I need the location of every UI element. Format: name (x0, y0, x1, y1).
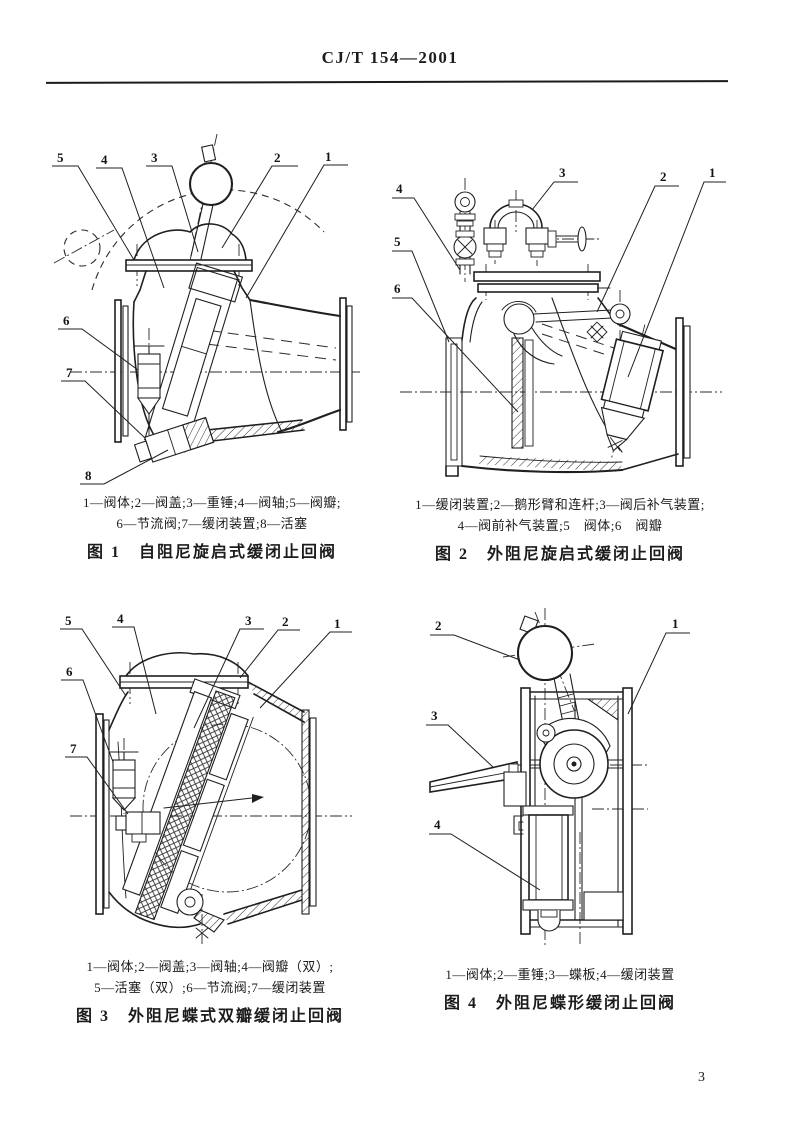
figure-2: 4 5 6 3 2 1 1—缓闭装置;2—鹅形臂和连杆;3—阀后补气装置; 4—… (392, 152, 728, 564)
figure1-caption-line2: 6—节流阀;7—缓闭装置;8—活塞 (116, 516, 308, 531)
figure3-title: 图 3 外阻尼蝶式双瓣缓闭止回阀 (75, 1008, 344, 1025)
figure3-caption-line1: 1—阀体;2—阀盖;3—阀轴;4—阀瓣（双）; (86, 959, 334, 974)
figure3-caption-line2: 5—活塞（双）;6—节流阀;7—缓闭装置 (94, 980, 326, 995)
figure1-drawing: 5 4 3 2 1 6 7 8 (52, 133, 360, 485)
document-code: CJ/T 154—2001 (321, 48, 459, 67)
fig2-inlet-air-device (453, 191, 477, 275)
figure1-title: 图 1 自阻尼旋启式缓闭止回阀 (86, 544, 337, 561)
header-rule (45, 80, 729, 84)
fig2-callouts: 4 5 6 3 2 1 (392, 165, 726, 413)
fig3-callout-4: 4 (117, 611, 124, 626)
fig1-callout-4: 4 (101, 152, 108, 167)
fig1-throttle-valve (133, 328, 165, 435)
figure4-caption-line1: 1—阀体;2—重锤;3—蝶板;4—缓闭装置 (445, 967, 675, 982)
figure2-caption-line1: 1—缓闭装置;2—鹅形臂和连杆;3—阀后补气装置; (415, 497, 705, 512)
fig3-callouts: 5 4 3 2 1 6 7 (60, 611, 352, 815)
figure3-drawing: 5 4 3 2 1 6 7 (60, 611, 352, 944)
fig2-valve-cover (473, 271, 611, 293)
fig2-callout-5: 5 (394, 234, 401, 249)
fig4-callout-1: 1 (672, 616, 679, 631)
fig3-bottom-hinge (176, 888, 225, 939)
fig1-callout-3: 3 (151, 150, 158, 165)
fig1-valve-bonnet (125, 223, 253, 272)
fig4-damper-device (513, 805, 574, 932)
figure-1: 5 4 3 2 1 6 7 8 1—阀体;2—阀盖;3—重锤;4—阀轴;5—阀瓣… (42, 120, 382, 562)
fig3-callout-1: 1 (334, 616, 341, 631)
fig3-slow-closing-device (115, 811, 161, 843)
fig3-callout-2: 2 (282, 614, 289, 629)
fig2-outlet-air-device (483, 199, 595, 258)
fig4-callout-4: 4 (434, 817, 441, 832)
fig3-callout-5: 5 (65, 613, 72, 628)
figure2-drawing: 4 5 6 3 2 1 (392, 165, 726, 477)
fig3-callout-7: 7 (70, 741, 77, 756)
fig2-callout-3: 3 (559, 165, 566, 180)
fig1-slow-closing-device (133, 416, 215, 463)
figure4-drawing: 2 1 3 4 (426, 608, 690, 947)
figure-3: 5 4 3 2 1 6 7 1—阀体;2—阀盖;3—阀轴;4—阀瓣（双）; 5—… (52, 602, 368, 1026)
fig3-callout-6: 6 (66, 664, 73, 679)
figure4-title: 图 4 外阻尼蝶形缓闭止回阀 (443, 995, 676, 1012)
figure-4: 2 1 3 4 1—阀体;2—重锤;3—蝶板;4—缓闭装置 图 4 外阻尼蝶形缓… (402, 602, 718, 1013)
fig4-hub-and-disc-shaft (536, 717, 611, 799)
fig4-counterweight-ball (516, 615, 584, 749)
fig2-callout-1: 1 (709, 165, 716, 180)
fig1-callout-8: 8 (85, 468, 92, 483)
fig4-callouts: 2 1 3 4 (426, 616, 690, 891)
fig3-throttle-valve (109, 751, 139, 811)
fig1-callout-1: 1 (325, 149, 332, 164)
page-number: 3 (698, 1070, 705, 1085)
fig1-callouts: 5 4 3 2 1 6 7 8 (52, 149, 348, 485)
fig1-callout-2: 2 (274, 150, 281, 165)
fig2-sector-arm-link (501, 301, 631, 365)
fig4-callout-2: 2 (435, 618, 442, 633)
fig1-callout-5: 5 (57, 150, 64, 165)
fig2-valve-body (445, 297, 691, 477)
fig3-flow-arrow (163, 794, 264, 809)
fig3-callout-3: 3 (245, 613, 252, 628)
figure2-title: 图 2 外阻尼旋启式缓闭止回阀 (434, 546, 685, 563)
fig2-callout-2: 2 (660, 169, 667, 184)
fig1-callout-7: 7 (66, 365, 73, 380)
fig2-callout-4: 4 (396, 181, 403, 196)
figure1-caption-line1: 1—阀体;2—阀盖;3—重锤;4—阀轴;5—阀瓣; (82, 495, 342, 510)
figure2-caption-line2: 4—阀前补气装置;5 阀体;6 阀瓣 (457, 518, 663, 533)
fig1-counterweight-ball (188, 144, 234, 260)
fig2-valve-disc (511, 337, 534, 449)
fig3-valve-bonnet (119, 652, 249, 689)
fig4-callout-3: 3 (431, 708, 438, 723)
fig4-disc-plate-arm (429, 760, 527, 807)
fig3-valve-body (95, 681, 317, 929)
fig2-callout-6: 6 (394, 281, 401, 296)
fig1-callout-6: 6 (63, 313, 70, 328)
fig2-damper-device (600, 324, 665, 459)
